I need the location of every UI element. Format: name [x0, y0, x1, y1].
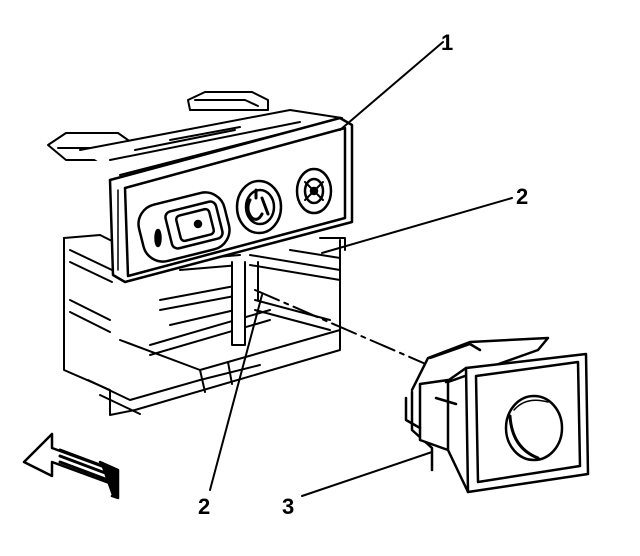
mounting-bracket	[47, 91, 346, 416]
callout-1: 1	[441, 30, 453, 55]
leader-line-1	[339, 41, 444, 131]
leader-line-3	[301, 451, 433, 497]
leader-line-2b	[209, 294, 263, 491]
round-button-icon	[504, 394, 564, 462]
alignment-line	[254, 289, 429, 366]
callout-3: 3	[282, 494, 294, 519]
rocker-switch-icon	[137, 191, 231, 263]
off-knob-icon	[235, 179, 283, 235]
callout-2-bottom: 2	[198, 494, 210, 519]
leader-line-2a	[321, 197, 513, 254]
retaining-tabs	[231, 261, 259, 346]
callout-2-top: 2	[516, 184, 528, 209]
leader-lines	[209, 41, 513, 497]
left-arrow-icon	[22, 432, 120, 500]
settings-knob-icon	[295, 167, 333, 215]
